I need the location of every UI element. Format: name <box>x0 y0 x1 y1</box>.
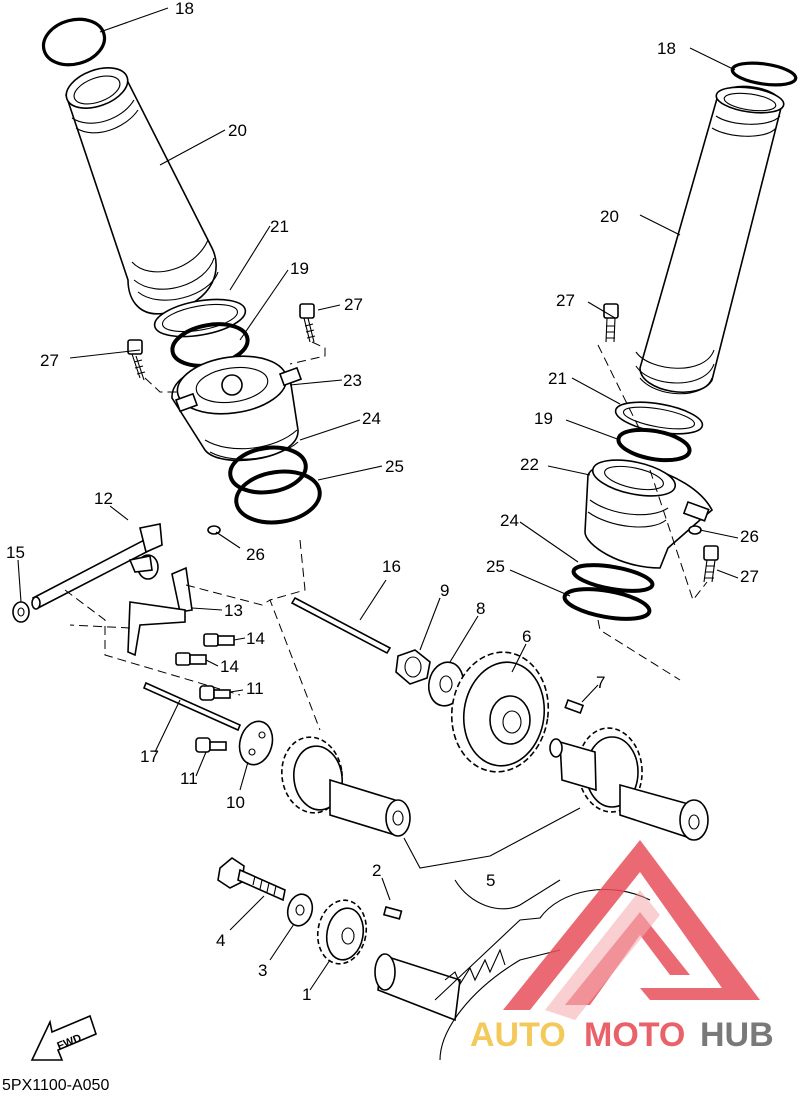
callout-21-left: 21 <box>270 217 289 236</box>
washer-15 <box>12 601 30 623</box>
tube-20-right <box>635 85 785 395</box>
o-ring-25-left <box>234 469 322 525</box>
callout-19-left: 19 <box>290 259 309 278</box>
callout-20-right: 20 <box>600 207 619 226</box>
callout-19-right: 19 <box>534 409 553 428</box>
leader-lines <box>17 7 739 991</box>
housing-22-right <box>584 459 714 569</box>
callout-7: 7 <box>596 673 605 692</box>
bolt-guide-lines-left <box>144 341 326 393</box>
housing-23-left <box>171 355 303 462</box>
o-ring-25-right <box>562 587 652 621</box>
callout-numbers: 18 18 20 20 21 19 27 27 23 24 25 26 12 1… <box>6 0 759 1004</box>
o-ring-24-left <box>228 445 308 495</box>
callout-11-a: 11 <box>246 679 264 698</box>
shift-shaft-12 <box>31 523 163 610</box>
tube-20-left <box>65 67 219 315</box>
callout-9: 9 <box>440 581 449 600</box>
callout-21-right: 21 <box>548 369 567 388</box>
crank-shaft-end <box>374 879 651 1061</box>
callout-23: 23 <box>343 371 362 390</box>
bolt-27-left-a <box>127 339 146 381</box>
callout-10: 10 <box>226 793 245 812</box>
linkage-guide-lines <box>64 589 241 696</box>
callout-20-left: 20 <box>228 121 247 140</box>
bolt-27-left-b <box>299 303 316 343</box>
leader-5 <box>403 807 581 869</box>
key-7 <box>564 698 585 715</box>
callout-12: 12 <box>94 489 113 508</box>
o-ring-24-right <box>571 563 655 593</box>
watermark-hub: HUB <box>700 1016 774 1054</box>
bolt-14-b <box>175 652 207 666</box>
bolt-14-a <box>203 633 235 647</box>
callout-11-b: 11 <box>180 769 198 788</box>
callout-27-c: 27 <box>556 291 575 310</box>
watermark-auto: AUTO <box>470 1016 566 1054</box>
gear-1 <box>316 899 368 965</box>
gear-6 <box>450 651 550 773</box>
callout-18-right: 18 <box>657 39 676 58</box>
callout-4: 4 <box>216 931 225 950</box>
watermark-logo <box>503 840 760 1020</box>
callout-22: 22 <box>520 455 539 474</box>
callout-24-left: 24 <box>362 409 381 428</box>
washer-3 <box>286 893 314 927</box>
bolt-27-right-b <box>703 545 719 583</box>
rod-16 <box>290 596 392 655</box>
guide-lines-right <box>597 344 708 681</box>
callout-27-a: 27 <box>344 295 363 314</box>
nut-9 <box>395 649 431 685</box>
callout-16: 16 <box>382 557 401 576</box>
pin-17 <box>142 681 242 732</box>
screw-11-b <box>195 737 227 753</box>
o-ring-19-right <box>616 427 692 463</box>
callout-6: 6 <box>522 627 531 646</box>
callout-8: 8 <box>476 599 485 618</box>
clip-26-right <box>688 525 702 535</box>
o-ring-18-right <box>730 61 798 87</box>
fwd-arrow: FWD <box>30 1014 97 1061</box>
diagram-code: 5PX1100-A050 <box>2 1077 109 1094</box>
callout-17: 17 <box>140 747 159 766</box>
callout-24-right: 24 <box>500 511 519 530</box>
callout-14-b: 14 <box>220 657 239 676</box>
clip-26-left <box>207 525 221 535</box>
key-2 <box>382 906 403 920</box>
watermark-moto: MOTO <box>584 1016 685 1054</box>
callout-13: 13 <box>224 601 243 620</box>
callout-18-left: 18 <box>175 0 194 18</box>
callout-26-right: 26 <box>740 527 759 546</box>
callout-2: 2 <box>372 861 381 880</box>
screw-11-a <box>199 685 231 701</box>
bolt-4 <box>217 857 286 902</box>
cam-gear-left <box>281 736 411 837</box>
callout-27-b: 27 <box>40 351 59 370</box>
watermark-text: AUTO MOTO HUB <box>470 1016 774 1054</box>
linkage-guide-lines-2 <box>185 539 321 731</box>
o-ring-18-left <box>41 17 107 67</box>
plate-10 <box>238 720 274 766</box>
callout-26-left: 26 <box>246 545 265 564</box>
callout-27-d: 27 <box>740 567 759 586</box>
callout-25-left: 25 <box>385 457 404 476</box>
ring-21-left <box>153 298 247 338</box>
bolt-27-right-a <box>603 303 619 343</box>
callout-15: 15 <box>6 543 25 562</box>
callout-25-right: 25 <box>486 557 505 576</box>
callout-3: 3 <box>258 961 267 980</box>
cam-gear-right <box>549 727 709 841</box>
callout-14-a: 14 <box>246 629 265 648</box>
lever-13 <box>127 566 193 657</box>
callout-1: 1 <box>302 985 311 1004</box>
callout-5: 5 <box>486 871 495 890</box>
